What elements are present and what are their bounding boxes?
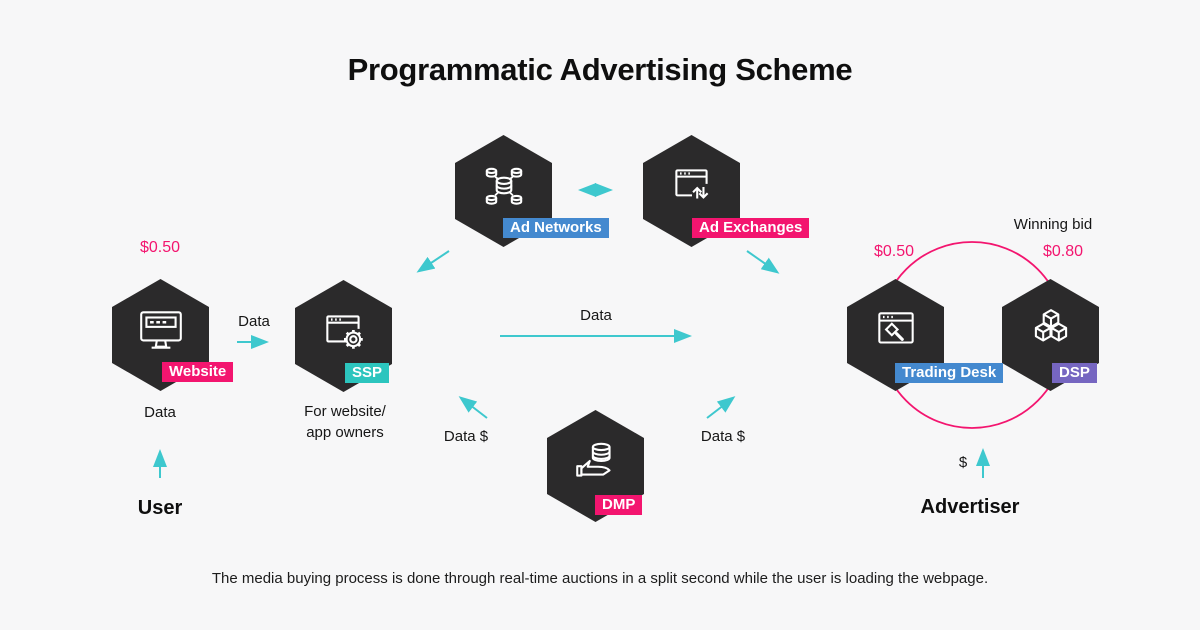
- data-center-label: Data: [580, 307, 612, 324]
- hand-database-icon: [575, 442, 611, 477]
- browser-swap-icon: [674, 169, 708, 199]
- arrow-adexchanges-to-tradingdesk: [746, 250, 780, 274]
- arrow-dmp-to-right: [706, 396, 736, 419]
- ssp-badge: SSP: [345, 363, 390, 383]
- trading-desk-badge: Trading Desk: [895, 363, 1004, 383]
- arrow-adnetworks-to-ssp: [416, 250, 450, 273]
- ssp-note-line2: app owners: [306, 424, 384, 441]
- arrow-dmp-to-left: [458, 396, 488, 419]
- ssp-note-line1: For website/: [304, 403, 386, 420]
- data-dollar-left-label: Data $: [443, 428, 489, 445]
- ad-networks-badge: Ad Networks: [503, 218, 609, 238]
- dmp-badge: DMP: [595, 495, 643, 515]
- dsp-badge: DSP: [1052, 363, 1097, 383]
- dsp-bid-price-label: $0.80: [1042, 243, 1084, 260]
- ad-exchanges-badge: Ad Exchanges: [692, 218, 810, 238]
- trading-desk-price-label: $0.50: [873, 243, 915, 260]
- page-title: Programmatic Advertising Scheme: [347, 52, 853, 87]
- data-user-website-label: Data: [144, 404, 176, 421]
- footer-caption: The media buying process is done through…: [211, 570, 989, 587]
- monitor-icon: [139, 311, 182, 349]
- data-dollar-right-label: Data $: [700, 428, 746, 445]
- browser-auction-icon: [877, 312, 914, 344]
- ssp-note: For website/ app owners: [304, 401, 386, 443]
- cubes-icon: [1034, 309, 1067, 342]
- user-label: User: [137, 497, 183, 519]
- winning-bid-label: Winning bid: [1013, 216, 1093, 233]
- data-website-ssp-label: Data: [238, 313, 270, 330]
- database-network-icon: [485, 167, 522, 205]
- website-badge: Website: [162, 362, 234, 382]
- advertiser-label: Advertiser: [920, 496, 1020, 518]
- advertiser-dollar-label: $: [958, 454, 968, 471]
- publisher-price-label: $0.50: [139, 239, 181, 256]
- browser-gear-icon: [325, 315, 363, 349]
